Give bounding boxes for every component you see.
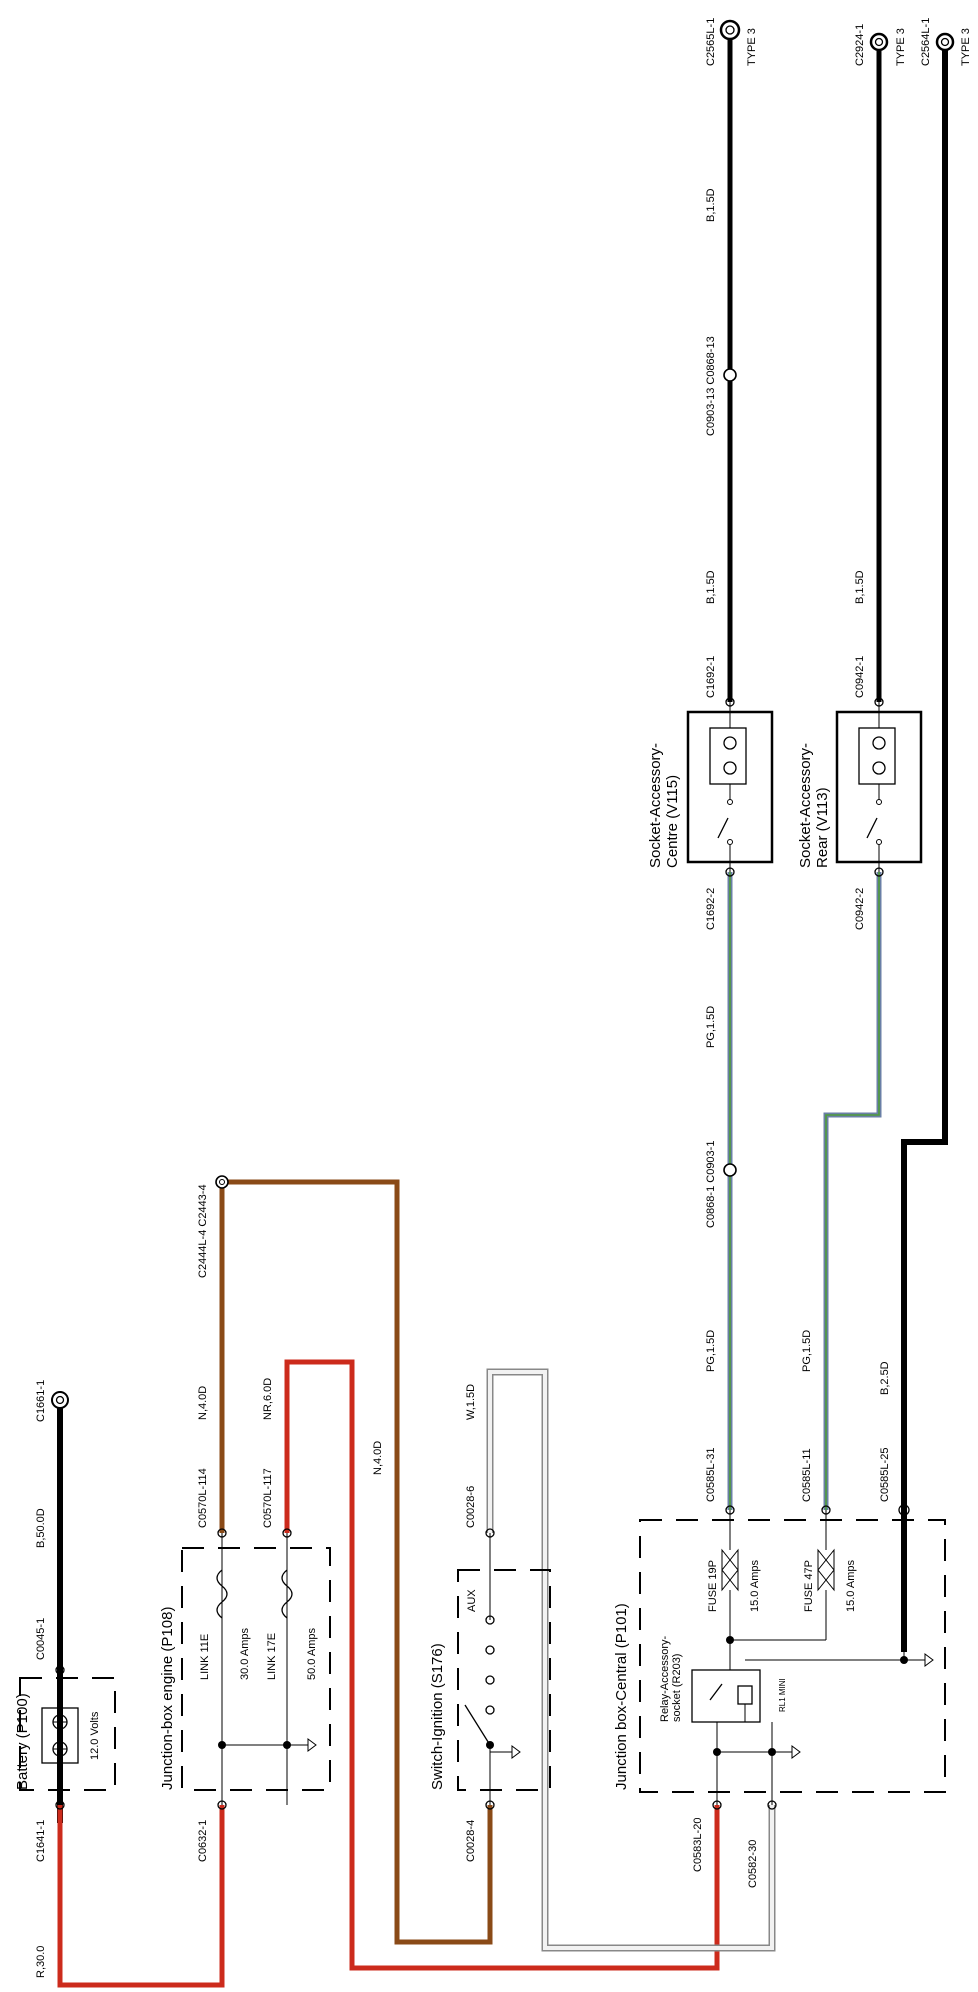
conn-c0028-6: C0028-6 xyxy=(465,1486,477,1528)
conn-c1692-2: C1692-2 xyxy=(705,888,717,930)
junction-box-engine xyxy=(181,1175,331,1810)
socket-rear-title-2: Rear (V113) xyxy=(814,787,831,868)
conn-c1692-1: C1692-1 xyxy=(705,656,717,698)
relay-type: RL1 MINI xyxy=(778,1678,787,1712)
conn-c0903-c0868-13: C0903-13 C0868-13 xyxy=(705,336,717,436)
conn-c0585l-11: C0585L-11 xyxy=(801,1448,813,1502)
jbe-title: Junction-box engine (P108) xyxy=(159,1607,176,1790)
switch-ignition xyxy=(457,1528,551,1810)
wire-label-n4-a: N,4.0D xyxy=(197,1386,209,1420)
wire-label-n4-b: N,4.0D xyxy=(372,1441,384,1475)
link-17e-amps: 50.0 Amps xyxy=(306,1628,318,1680)
conn-c2444l-c2443: C2444L-4 C2443-4 xyxy=(197,1184,209,1278)
wire-label-b15-c: B,1.5D xyxy=(854,570,866,604)
switch-ignition-title: Switch-Ignition (S176) xyxy=(429,1643,446,1790)
conn-c2565l-1: C2565L-1 xyxy=(705,18,717,66)
junction-box-central xyxy=(639,1504,946,1810)
wire-pg-fuse47-socket-rear xyxy=(823,872,882,1510)
conn-c0045-1: C0045-1 xyxy=(35,1618,47,1660)
socket-rear-title-1: Socket-Accessory- xyxy=(797,743,814,868)
conn-c0028-4: C0028-4 xyxy=(465,1820,477,1862)
relay-label-1: Relay-Accessory- xyxy=(659,1635,671,1722)
wire-white-ignition-relay xyxy=(486,1368,776,1952)
wire-label-nr6: NR,6.0D xyxy=(262,1378,274,1420)
wire-brown-jbe-ignition xyxy=(219,1179,493,1945)
jbc-title: Junction box-Central (P101) xyxy=(613,1603,630,1790)
relay-label-2: socket (R203) xyxy=(671,1654,683,1722)
conn-c0585l-31: C0585L-31 xyxy=(705,1448,717,1502)
fuse-19p-label: FUSE 19P xyxy=(707,1560,719,1612)
conn-c0570l-114: C0570L-114 xyxy=(197,1468,209,1528)
wire-label-b15-b: B,1.5D xyxy=(705,188,717,222)
conn-c0632-1: C0632-1 xyxy=(197,1820,209,1862)
link-11e-label: LINK 11E xyxy=(199,1634,211,1680)
conn-c2564l-1: C2564L-1 xyxy=(920,18,932,66)
conn-c2924-1: C2924-1 xyxy=(854,24,866,66)
wire-red-jbe-relay xyxy=(284,1359,720,1971)
conn-c0585l-25: C0585L-25 xyxy=(879,1448,891,1502)
conn-c1661-1: C1661-1 xyxy=(35,1380,47,1422)
battery-title: Battery (P100) xyxy=(14,1693,31,1790)
wire-label-b15-a: B,1.5D xyxy=(705,570,717,604)
conn-c0582-30: C0582-30 xyxy=(747,1840,759,1888)
wire-label-pg15-b: PG,1.5D xyxy=(705,1006,717,1048)
fuse-47p-amps: 15.0 Amps xyxy=(845,1560,857,1612)
wire-label-w15: W,1.5D xyxy=(465,1384,477,1420)
wire-label-r30: R,30.0 xyxy=(35,1946,47,1978)
wire-label-b25: B,2.5D xyxy=(879,1361,891,1395)
conn-c0868-c0903-1: C0868-1 C0903-1 xyxy=(705,1141,717,1228)
aux-label: AUX xyxy=(466,1589,478,1612)
wire-label-pg15-c: PG,1.5D xyxy=(801,1330,813,1372)
battery-voltage: 12.0 Volts xyxy=(89,1711,101,1760)
type3-c2924: TYPE 3 xyxy=(895,28,907,66)
type3-c2565l: TYPE 3 xyxy=(746,28,758,66)
socket-accessory-rear xyxy=(835,32,955,877)
fuse-47p-label: FUSE 47P xyxy=(803,1560,815,1612)
wire-black-jbc-ground xyxy=(901,42,948,1652)
link-17e-label: LINK 17E xyxy=(266,1633,278,1680)
conn-c0570l-117: C0570L-117 xyxy=(262,1468,274,1528)
conn-c1641-1: C1641-1 xyxy=(35,1820,47,1862)
socket-accessory-centre xyxy=(686,19,774,1177)
conn-c0942-1: C0942-1 xyxy=(854,656,866,698)
conn-c0942-2: C0942-2 xyxy=(854,888,866,930)
conn-c0583l-20: C0583L-20 xyxy=(692,1818,704,1872)
link-11e-amps: 30.0 Amps xyxy=(239,1628,251,1680)
battery-component xyxy=(19,1391,116,1810)
fuse-19p-amps: 15.0 Amps xyxy=(749,1560,761,1612)
wire-red-battery-jbe xyxy=(57,1805,225,1988)
type3-c2564l: TYPE 3 xyxy=(960,28,972,66)
socket-centre-title-1: Socket-Accessory- xyxy=(647,743,664,868)
socket-centre-title-2: Centre (V115) xyxy=(664,775,681,868)
wire-label-pg15-a: PG,1.5D xyxy=(705,1330,717,1372)
wire-label-b50: B,50.0D xyxy=(35,1508,47,1548)
